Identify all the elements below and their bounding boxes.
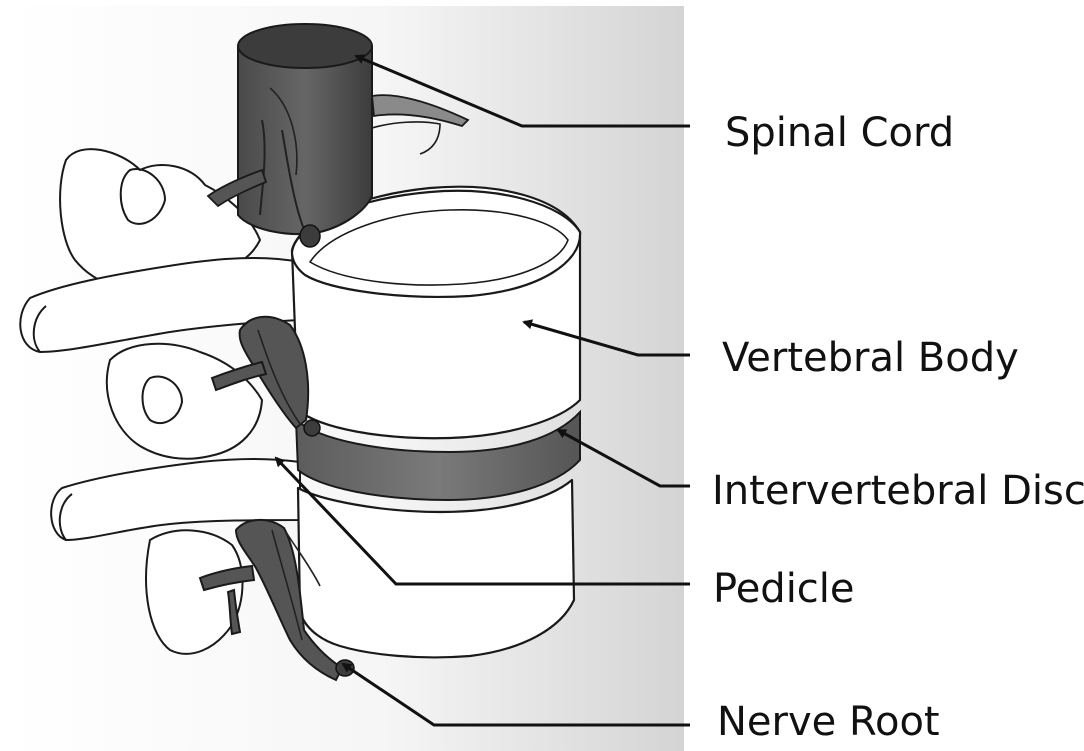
label-pedicle: Pedicle (713, 569, 855, 609)
upper-ganglion (300, 225, 320, 247)
label-intervertebral-disc: Intervertebral Disc (712, 471, 1084, 511)
label-nerve-root: Nerve Root (717, 702, 940, 742)
spinal-cord (238, 24, 372, 234)
middle-ganglion (304, 420, 320, 436)
label-spinal-cord: Spinal Cord (725, 113, 954, 153)
vertebral-bodies (292, 187, 580, 658)
label-vertebral-body: Vertebral Body (722, 338, 1019, 378)
